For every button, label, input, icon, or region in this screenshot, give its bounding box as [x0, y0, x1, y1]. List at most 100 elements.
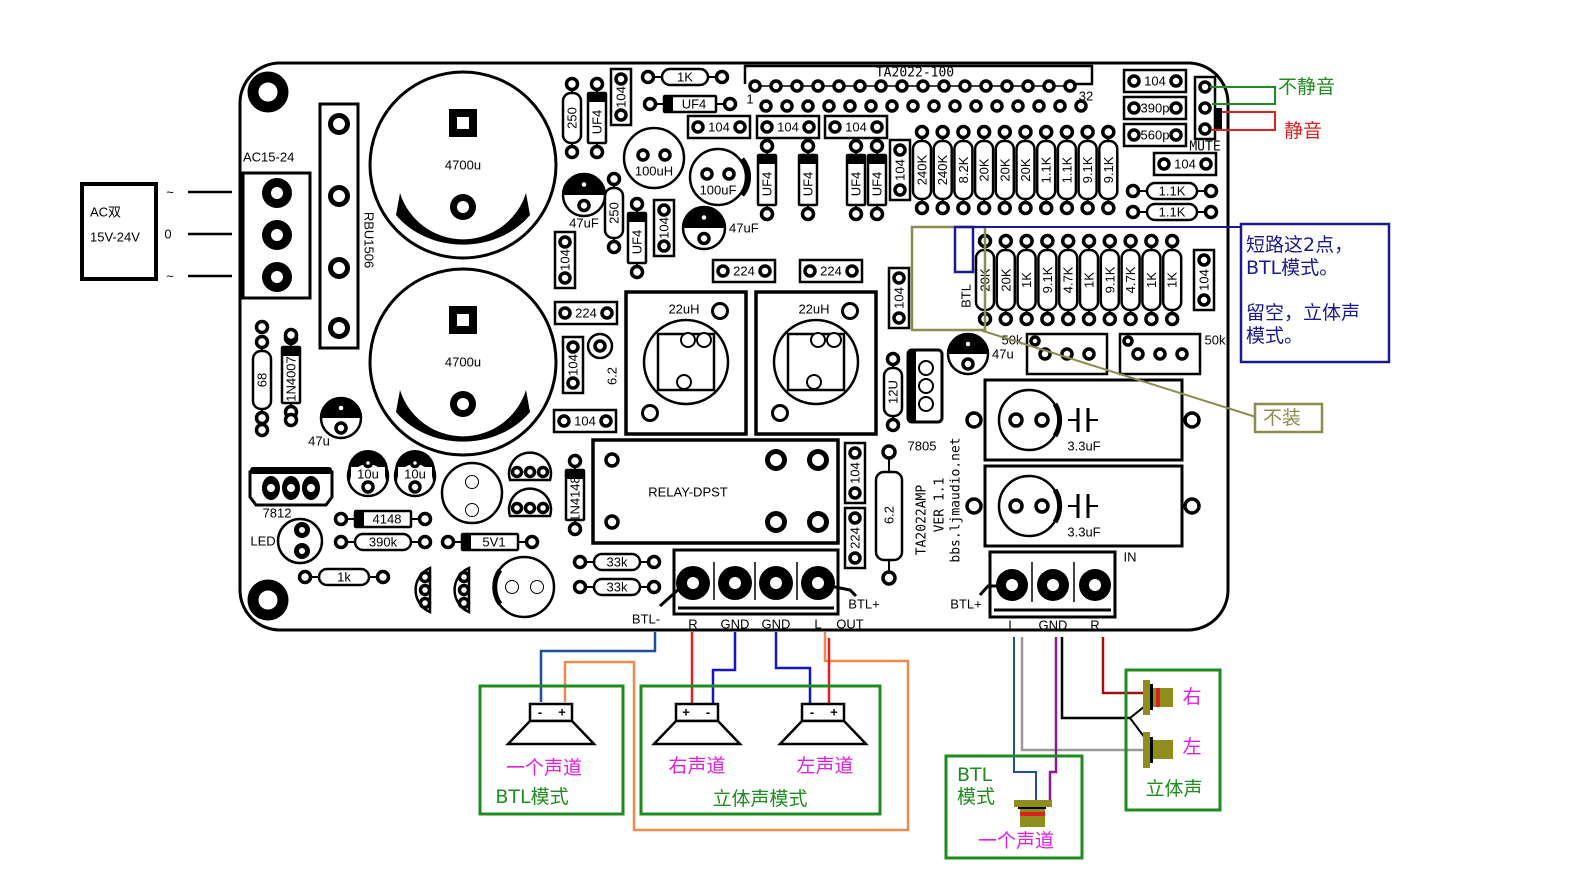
pad [853, 79, 867, 93]
pad [700, 167, 714, 181]
pad [1123, 233, 1138, 249]
minus-sign: - [538, 705, 542, 720]
pad [895, 79, 909, 93]
unmute-wire [1210, 86, 1276, 105]
pad [800, 206, 816, 222]
speaker-cone [505, 719, 597, 746]
pad [998, 233, 1014, 249]
label: GND [1039, 618, 1068, 633]
pcb-board: AC双15V-24V~0~AC15-24RBU15064700u4700uTA2… [80, 61, 1230, 633]
btl-jack-wire-2 [1048, 637, 1058, 800]
label: 20K [998, 268, 1013, 291]
jack-body [1153, 740, 1173, 759]
label: TA2022AMP [915, 485, 930, 556]
pad [958, 79, 972, 93]
pad [417, 534, 433, 550]
pad [566, 376, 580, 390]
label: 104 [657, 217, 672, 239]
pad [965, 411, 983, 429]
pad [848, 551, 862, 565]
label: AC双 [90, 205, 121, 220]
label: 3.3uF [1067, 439, 1100, 454]
btl-jumper-outline [953, 225, 975, 274]
pad [697, 231, 711, 246]
pad [536, 465, 550, 479]
pad [845, 264, 859, 278]
label: UF4 [849, 172, 864, 197]
pad [254, 319, 270, 335]
pad [604, 514, 620, 530]
unmute-label: 不静音 [1278, 76, 1335, 98]
resistor [953, 139, 974, 201]
capacitor [887, 266, 911, 330]
stereo-speaker-box [639, 684, 882, 816]
pad [1203, 183, 1219, 199]
pad [759, 206, 775, 222]
trace [978, 584, 998, 596]
capacitor [798, 258, 864, 284]
terminal-hole [812, 334, 824, 346]
pad [1000, 79, 1014, 93]
label: 104 [848, 462, 863, 484]
right-minus-wire [711, 632, 737, 705]
pad [558, 271, 572, 285]
pad [642, 96, 658, 112]
pad [997, 200, 1013, 216]
pad [1122, 335, 1134, 347]
label: 0 [164, 227, 171, 242]
label: 100uF [700, 183, 737, 198]
pad [577, 198, 591, 213]
jack-plate [1143, 732, 1150, 768]
label: ~ [166, 269, 174, 284]
right-jack-wire [1101, 637, 1147, 695]
polarity-mark [1052, 488, 1063, 524]
left-minus-wire [774, 632, 812, 705]
label: 104 [1197, 269, 1212, 291]
pad [892, 311, 906, 325]
label: 1.1K [1159, 205, 1186, 220]
ground-wire [1060, 637, 1130, 720]
pad [1198, 122, 1212, 136]
capacitor [686, 114, 752, 140]
pad [1074, 99, 1088, 113]
resistor [660, 67, 710, 87]
pad [408, 480, 422, 494]
pad [418, 596, 432, 610]
header-outline [743, 64, 1094, 86]
resistor [353, 532, 413, 552]
label: 12U [886, 380, 901, 404]
resistor [1016, 248, 1037, 312]
pad [956, 200, 971, 216]
pad [990, 99, 1004, 113]
not-fitted-label: 不装 [1263, 407, 1301, 429]
resistor [932, 139, 953, 201]
pad [457, 570, 471, 584]
pad [254, 422, 270, 438]
pad [510, 501, 524, 515]
pad [893, 183, 907, 197]
label: 20K [977, 158, 992, 181]
label: 3.3uF [1067, 525, 1100, 540]
terminal-hole [687, 577, 699, 589]
terminal-hole [770, 454, 782, 466]
pad [969, 99, 983, 113]
pad [1183, 411, 1201, 429]
diode-band [282, 347, 300, 356]
pad [758, 264, 772, 278]
pad [976, 124, 992, 140]
label: 1K [1019, 272, 1034, 288]
jack-stripe [1156, 688, 1160, 707]
pad [606, 239, 622, 255]
label: UF4 [801, 172, 816, 197]
label: 8.2K [956, 156, 971, 183]
pad [800, 138, 816, 154]
pad [1040, 233, 1055, 249]
label: 390k [369, 535, 398, 550]
pad [906, 99, 920, 113]
pad [803, 264, 817, 278]
main-capacitor [368, 267, 558, 457]
pad [1102, 311, 1118, 327]
resistor [1145, 181, 1199, 201]
pad [566, 340, 580, 354]
capacitor [1152, 151, 1218, 177]
